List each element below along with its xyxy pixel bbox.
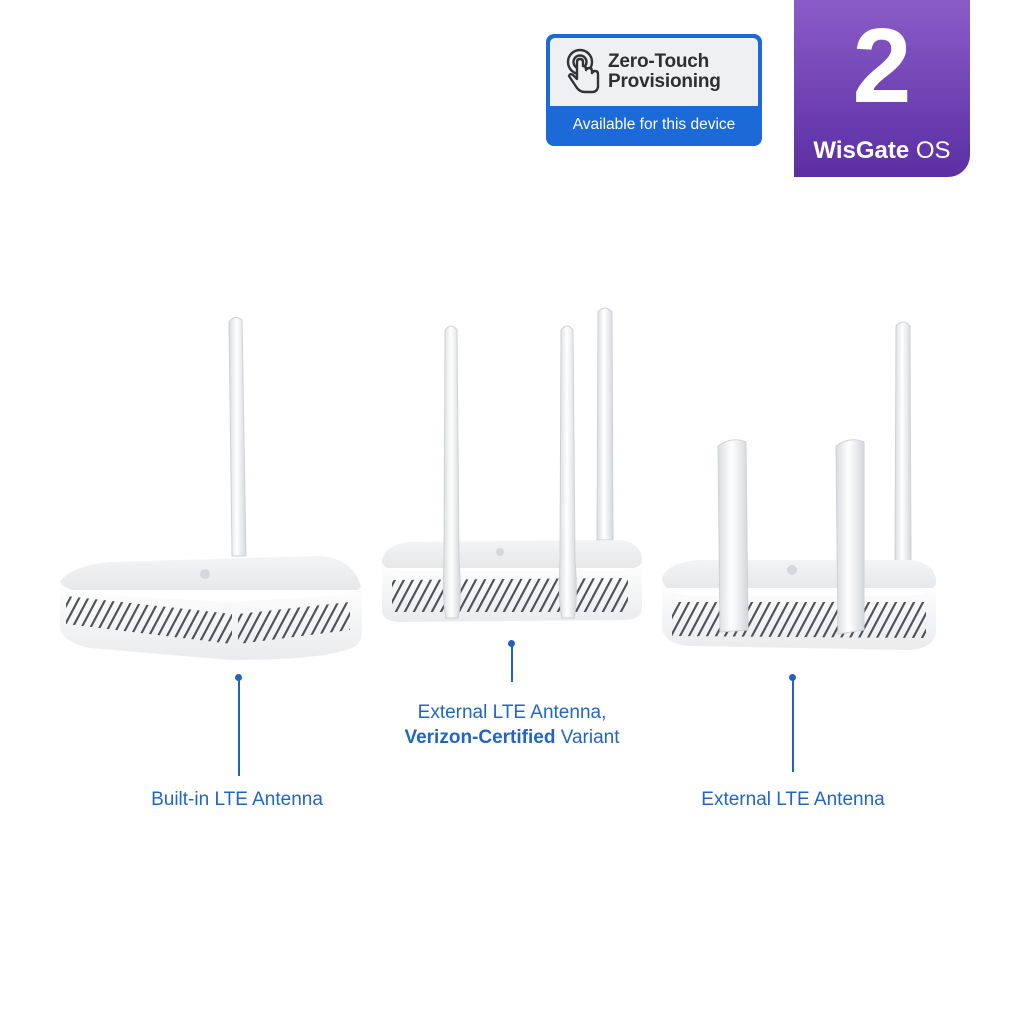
gateway-external-antenna [662, 321, 936, 650]
callout-dot-2 [508, 640, 515, 647]
callout-dot-3 [789, 674, 796, 681]
caption-verizon-rest: Variant [555, 727, 620, 748]
os-label: WisGate OS [794, 137, 970, 165]
callout-line-1 [238, 680, 240, 776]
zero-touch-title-line2: Provisioning [608, 71, 721, 92]
gateway-verizon-variant [382, 307, 642, 622]
caption-verizon-variant: External LTE Antenna, Verizon-Certified … [380, 700, 644, 750]
os-brand: WisGate [813, 137, 910, 164]
zero-touch-title: Zero-Touch Provisioning [608, 52, 721, 92]
gateway-built-in-antenna [60, 316, 362, 660]
caption-verizon-bold: Verizon-Certified [404, 727, 556, 748]
caption-verizon-line2: Verizon-Certified Variant [380, 725, 644, 750]
zero-touch-badge-header: Zero-Touch Provisioning [550, 38, 758, 106]
touch-hand-icon [566, 48, 600, 94]
os-version-number: 2 [852, 7, 912, 125]
zero-touch-title-line1: Zero-Touch [608, 51, 710, 72]
callout-dot-1 [235, 674, 242, 681]
wisgate-os-badge: 2 WisGate OS [794, 0, 970, 177]
caption-verizon-line1: External LTE Antenna, [417, 702, 607, 723]
callout-line-3 [792, 680, 794, 772]
caption-external-lte: External LTE Antenna [701, 789, 885, 810]
zero-touch-badge: Zero-Touch Provisioning Available for th… [546, 34, 762, 146]
callout-line-2 [511, 646, 513, 682]
os-suffix: OS [915, 137, 951, 164]
caption-built-in-lte: Built-in LTE Antenna [151, 789, 323, 810]
zero-touch-subtitle: Available for this device [572, 116, 736, 133]
